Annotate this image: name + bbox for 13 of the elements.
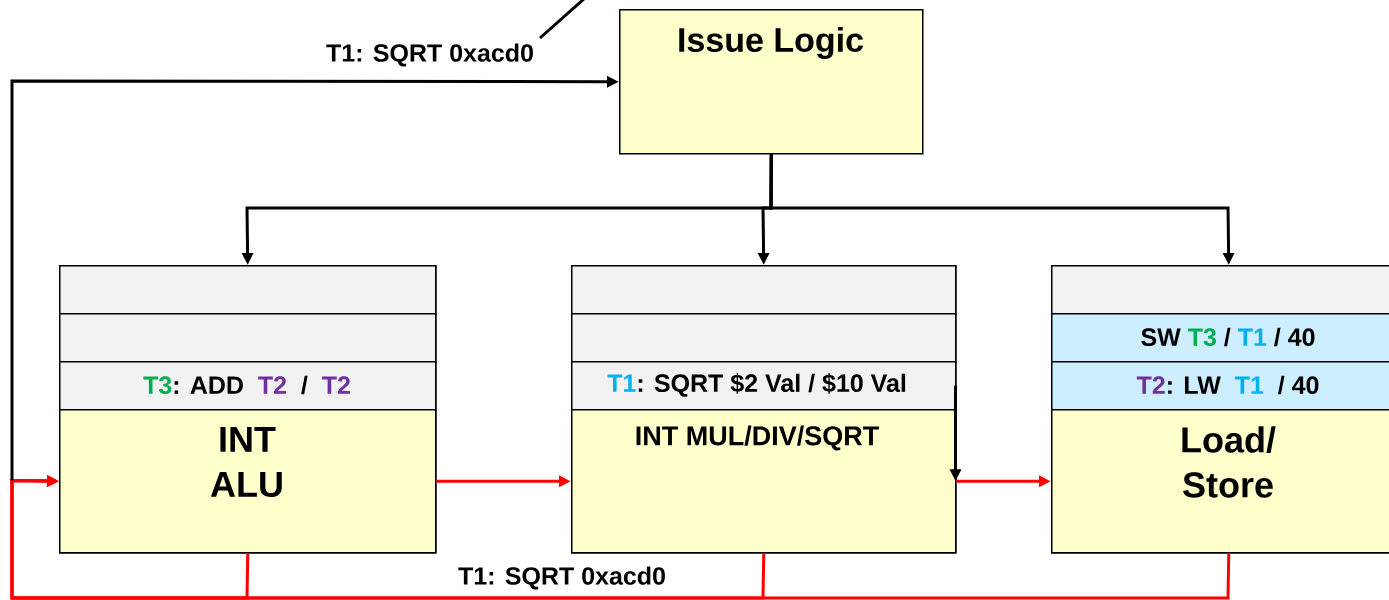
arrow [10, 475, 1231, 600]
edge-label: T1: SQRT 0xacd0 [325, 42, 535, 68]
queue-slot: T2: LW T1 / 40 [1051, 361, 1389, 411]
unit-body: Load/ Store [1051, 409, 1389, 554]
queue-slot [1051, 265, 1389, 315]
node-label: T3 [1187, 328, 1216, 347]
edge-label: T1: SQRT 0xacd0 [457, 565, 667, 591]
node-label: SW [1141, 328, 1181, 347]
node-label: / 40 [1274, 327, 1315, 347]
queue-slot: SW T3 / T1 / 40 [1051, 313, 1389, 363]
issue-logic-box: Issue Logic [619, 9, 924, 155]
node-label: / [1224, 327, 1231, 347]
node-label: T1 [1238, 328, 1267, 346]
